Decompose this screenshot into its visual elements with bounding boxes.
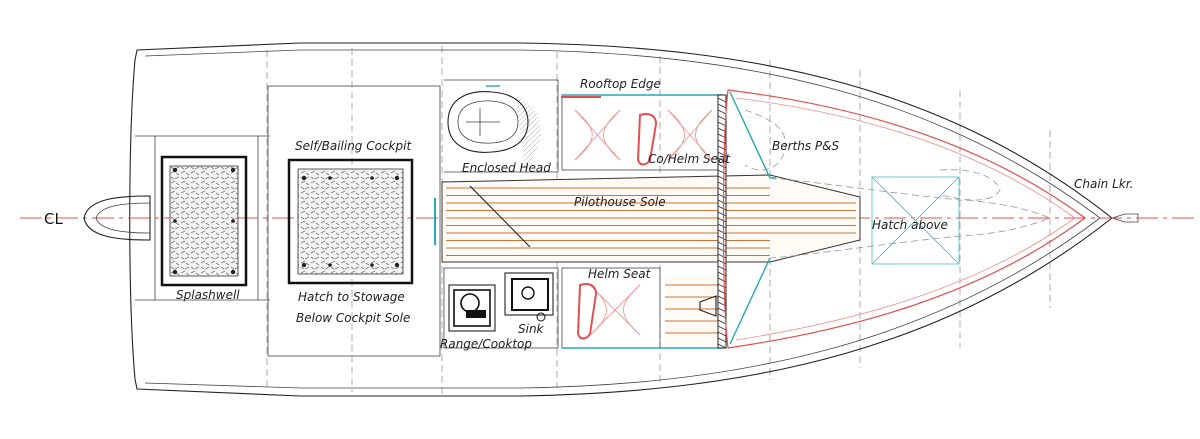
label-chain-locker: Chain Lkr.: [1074, 177, 1133, 191]
galley: [443, 267, 559, 349]
bulkhead-hatch-line: [717, 253, 727, 259]
bulkhead-hatch-line: [717, 211, 727, 217]
bulkhead-hatch-line: [717, 193, 727, 199]
bulkhead-hatch-line: [717, 169, 727, 175]
label-range-cooktop: Range/Cooktop: [440, 337, 532, 351]
bulkhead-hatch-line: [717, 175, 727, 181]
bulkhead-hatch-line: [717, 337, 727, 343]
bulkhead-hatch-line: [717, 205, 727, 211]
label-rooftop-edge: Rooftop Edge: [580, 77, 661, 91]
co-helm-seat: [561, 94, 723, 171]
bulkhead-hatch-line: [717, 187, 727, 193]
label-below-cockpit-sole: Below Cockpit Sole: [296, 311, 410, 325]
bulkhead-hatch-line: [717, 313, 727, 319]
label-self-bailing-cockpit: Self/Bailing Cockpit: [295, 139, 412, 153]
label-hatch-above: Hatch above: [872, 218, 948, 232]
bulkhead-hatch-line: [717, 259, 727, 265]
bulkhead-hatch-line: [717, 109, 727, 115]
bulkhead-hatch-line: [717, 247, 727, 253]
centerline-symbol: CL: [44, 210, 63, 228]
bulkhead-hatch-line: [717, 241, 727, 247]
label-pilothouse-sole: Pilothouse Sole: [574, 195, 666, 209]
bulkhead-hatch-line: [717, 163, 727, 169]
label-helm-seat: Helm Seat: [588, 267, 652, 281]
bulkhead-hatch-line: [717, 157, 727, 163]
label-co-helm-seat: Co/Helm Seat: [648, 152, 731, 166]
splashwell-hatch: [160, 155, 248, 287]
bulkhead-hatch-line: [717, 331, 727, 337]
bulkhead-hatch-line: [717, 97, 727, 103]
diagram-labels: Splashwell Self/Bailing Cockpit Hatch to…: [176, 77, 1133, 351]
bulkhead-hatch-line: [717, 199, 727, 205]
bulkhead-hatch-line: [717, 343, 727, 349]
label-hatch-to-stowage: Hatch to Stowage: [298, 290, 405, 304]
bulkhead-hatch-line: [717, 115, 727, 121]
bulkhead-hatch-line: [717, 217, 727, 223]
sole-planks: [446, 187, 856, 256]
bulkhead-hatch-line: [717, 229, 727, 235]
label-splashwell: Splashwell: [176, 288, 240, 302]
bulkhead-hatch-line: [717, 271, 727, 277]
hatch-above: [871, 176, 960, 265]
helm-seat: [561, 267, 722, 349]
bulkhead-hatch-line: [717, 319, 727, 325]
label-sink: Sink: [518, 322, 545, 336]
bulkhead-hatch-line: [717, 223, 727, 229]
bulkhead-hatch-line: [717, 265, 727, 271]
bulkhead-hatch-line: [717, 325, 727, 331]
cockpit-area: [267, 85, 441, 357]
pilothouse-sole: [441, 174, 861, 263]
label-berths: Berths P&S: [772, 139, 840, 153]
enclosed-head: [444, 79, 559, 173]
label-enclosed-head: Enclosed Head: [462, 161, 551, 175]
bulkhead-hatch-line: [717, 103, 727, 109]
bulkhead-hatch-line: [717, 181, 727, 187]
bulkhead-hatch-line: [717, 235, 727, 241]
bulkhead-hatch-line: [717, 121, 727, 127]
outboard-motor: [83, 195, 151, 241]
